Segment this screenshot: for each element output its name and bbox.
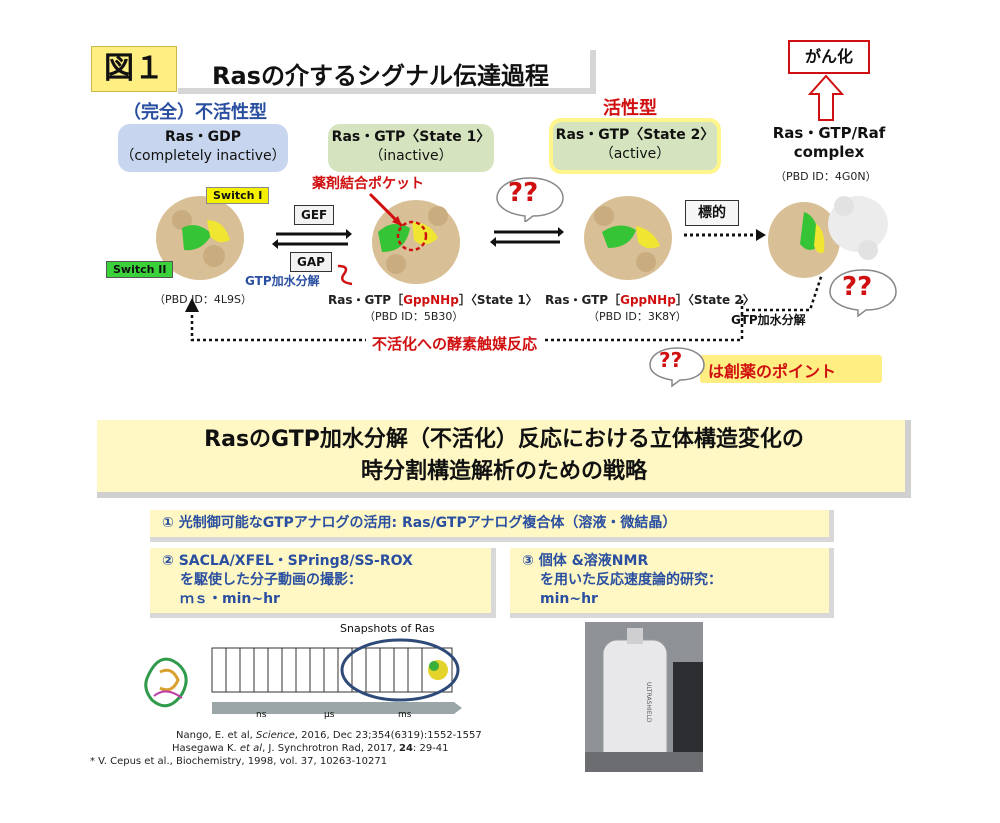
caption-state1-post: ］〈State 1〉 [458,293,538,307]
caption-state2-post: ］〈State 2〉 [675,293,755,307]
timeline-ns: ns [256,710,267,720]
banner-line2: 時分割構造解析のための戦略 [360,459,647,484]
strategy-3-line3: min~hr [540,591,598,607]
caption-state1: Ras・GTP［GppNHp］〈State 1〉 [328,291,538,308]
strategy-2: ② SACLA/XFEL・SPring8/SS-ROX を駆使した分子動画の撮影… [150,548,496,618]
deactivation-label: 不活化への酵素触媒反応 [366,333,544,354]
reference-2: Hasegawa K. et al, J. Synchrotron Rad, 2… [172,742,449,755]
state-gdp-line1: Ras・GDP [165,129,241,145]
drug-point-label: は創薬のポイント [708,362,837,381]
drug-pocket-label: 薬剤結合ポケット [312,176,424,192]
strategy-1: ① 光制御可能なGTPアナログの活用: Ras/GTPアナログ複合体（溶液・微結… [150,510,834,542]
protein-raf-complex-image [768,196,888,278]
reference-1-journal: Science [255,730,295,741]
reference-1: Nango, E. et al, Science, 2016, Dec 23;3… [176,729,482,742]
gtp-hydrolysis-left: GTP加水分解 [245,274,320,288]
reference-1-c: , 2016, Dec 23;354(6319):1552-1557 [294,730,482,741]
protein-state1-image [368,192,460,284]
dotted-arrow-icon [684,229,766,241]
strategy-2-line2: を駆使した分子動画の撮影： [180,572,362,588]
state1-line1: Ras・GTP〈State 1〉 [331,129,491,145]
pdb-state2: （PBD ID：3K8Y） [588,310,687,323]
protein-ras-gdp-image [156,196,244,280]
strategy-2-line3: ｍｓ・min~hr [180,591,280,607]
exchange-arrows-icon [272,229,352,249]
equilibrium-arrows-icon [490,227,564,247]
switch2-label: Switch II [106,261,174,278]
question-mark-2: ?? [842,272,873,302]
figure-title: Rasの介するシグナル伝達過程 [212,62,549,90]
pdb-gdp: （PBD ID：4L9S） [154,293,252,306]
strategy-banner-text: RasのGTP加水分解（不活化）反応における立体構造変化の 時分割構造解析のため… [97,424,911,488]
target-label: 標的 [685,200,739,226]
state-box-state1: Ras・GTP〈State 1〉 （inactive） [328,124,494,172]
squiggle-icon [337,264,353,286]
caption-state2-pre: Ras・GTP［ [545,293,621,307]
state1-line2: （inactive） [369,148,453,164]
strategy-3: ③ 個体 &溶液NMR を用いた反応速度論的研究： min~hr [510,548,834,618]
switch1-label: Switch I [206,187,270,204]
snapshots-illustration [144,638,462,714]
question-bubble-icon [496,177,564,222]
reference-3: * V. Cepus et al., Biochemistry, 1998, v… [90,756,388,767]
caption-state2-analog: GppNHp [620,293,676,307]
title-bar [178,50,596,94]
snapshot-frames [211,647,453,693]
timeline-ms: ms [398,710,412,720]
caption-state1-pre: Ras・GTP［ [328,293,404,307]
nmr-brand-label: ULTRASHIELD [645,682,652,723]
cancer-label: がん化 [788,40,870,74]
state2-line1: Ras・GTP〈State 2〉 [555,127,715,143]
state-box-state2: Ras・GTP〈State 2〉 （active） [549,118,721,174]
question-mark-1: ?? [508,178,539,208]
question-mark-3: ?? [659,348,683,372]
pdb-raf: （PBD ID：4G0N） [775,170,877,183]
protein-state2-image [584,196,672,280]
question-bubble-icon-3 [649,347,705,388]
caption-state1-analog: GppNHp [403,293,459,307]
raf-line2: complex [793,143,865,161]
snapshots-title: Snapshots of Ras [340,622,435,635]
reference-2-a: Hasegawa K. [172,743,240,754]
pdb-state1: （PBD ID：5B30） [364,310,464,323]
raf-line1: Ras・GTP/Raf [772,124,886,142]
reference-2-volume: 24 [399,743,413,754]
gap-label: GAP [290,252,332,272]
banner-line1: RasのGTP加水分解（不活化）反応における立体構造変化の [204,427,804,452]
drug-point-box [700,355,882,383]
figure-number: 図１ [91,46,177,92]
hydrolysis-dotted-line [746,273,824,312]
strategy-3-line2: を用いた反応速度論的研究： [540,572,722,588]
state2-line2: （active） [599,146,671,162]
reference-2-e: : 29-41 [412,743,449,754]
strategy-3-line1: ③ 個体 &溶液NMR [522,553,649,569]
inactive-heading: （完全）不活性型 [123,102,267,123]
strategy-banner [97,420,911,498]
active-heading: 活性型 [603,98,657,119]
gtp-hydrolysis-right: GTP加水分解 [731,313,806,327]
state-box-gdp: Ras・GDP （completely inactive） [118,124,288,172]
reference-2-etal: et al [239,743,263,754]
state-box-raf: Ras・GTP/Raf complex [768,124,890,172]
reference-1-a: Nango, E. et al, [176,730,256,741]
question-bubble-icon-2 [829,269,897,318]
nmr-spectrometer-photo: ULTRASHIELD [585,622,703,772]
state-gdp-line2: （completely inactive） [120,148,286,164]
timeline-us: μs [324,710,335,720]
nmr-magnet-image [585,622,703,772]
caption-state2: Ras・GTP［GppNHp］〈State 2〉 [545,291,755,308]
timeline-arrow [212,702,462,714]
gef-label: GEF [294,205,335,225]
reference-2-c: , J. Synchrotron Rad, 2017, [262,743,399,754]
up-arrow-icon [808,74,844,121]
strategy-2-line1: ② SACLA/XFEL・SPring8/SS-ROX [162,553,413,569]
ras-ribbon-icon [144,657,188,708]
